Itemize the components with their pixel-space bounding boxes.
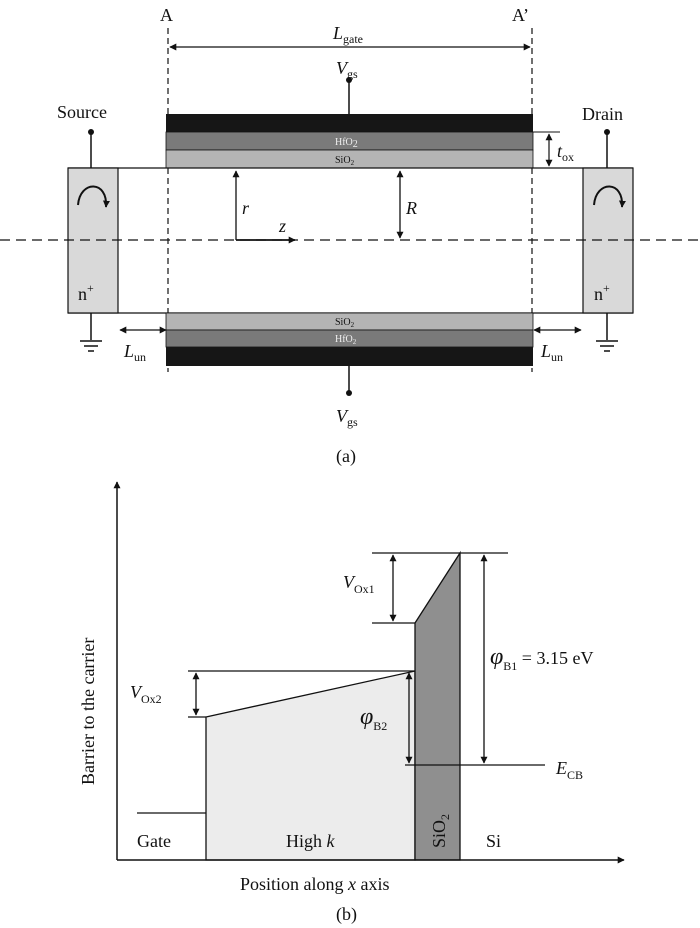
z-label: z	[278, 216, 286, 236]
sio2-label-bottom: SiO2	[335, 317, 355, 329]
vgs-bottom-label: Vgs	[336, 406, 358, 429]
x-axis-label: Position along x axis	[240, 874, 390, 894]
sio2-region-label: SiO2	[429, 814, 452, 848]
section-label-right: A’	[512, 5, 529, 25]
source-label: Source	[57, 102, 107, 122]
vgs-bottom-terminal	[346, 390, 352, 396]
sio2-label-top: SiO2	[335, 155, 355, 167]
phi-b1-label: φB1 = 3.15 eV	[490, 644, 593, 673]
drain-label: Drain	[582, 104, 623, 124]
panel-b-caption: (b)	[336, 904, 357, 925]
si-region-label: Si	[486, 831, 501, 851]
gate-metal-top	[166, 114, 533, 132]
lun-label-left: Lun	[123, 341, 146, 364]
gate-metal-bottom	[166, 347, 533, 366]
n-plus-right: n+	[594, 281, 610, 304]
source-ground-icon	[80, 340, 102, 352]
highk-region-label: High k	[286, 831, 336, 851]
gate-length-label: Lgate	[332, 23, 363, 46]
drain-current-arrow	[593, 185, 626, 208]
y-axis-label: Barrier to the carrier	[78, 638, 98, 785]
hfo2-label-top: HfO2	[335, 137, 358, 150]
ecb-label: ECB	[555, 758, 583, 782]
R-label: R	[405, 198, 417, 218]
source-current-arrow	[77, 185, 110, 208]
lun-label-right: Lun	[540, 341, 563, 364]
sio2-region-fill	[414, 550, 461, 861]
drain-ground-icon	[596, 340, 618, 352]
n-plus-left: n+	[78, 281, 94, 304]
vox2-label: VOx2	[130, 682, 162, 706]
gate-region-label: Gate	[137, 831, 171, 851]
hfo2-label-bottom: HfO2	[335, 334, 357, 346]
panel-a: A A’ Lgate Vgs HfO2 SiO2 tox Source n+	[0, 5, 700, 467]
phi-b2-label: φB2	[360, 704, 387, 733]
vgs-top-label: Vgs	[336, 58, 358, 81]
panel-a-caption: (a)	[336, 446, 356, 467]
section-label-left: A	[160, 5, 173, 25]
tox-label: tox	[557, 141, 574, 164]
vox1-label: VOx1	[343, 572, 375, 596]
r-label: r	[242, 198, 250, 218]
panel-b: VOx1 VOx2 φB1 = 3.15 eV φB2 ECB Gate Hig…	[78, 481, 625, 925]
